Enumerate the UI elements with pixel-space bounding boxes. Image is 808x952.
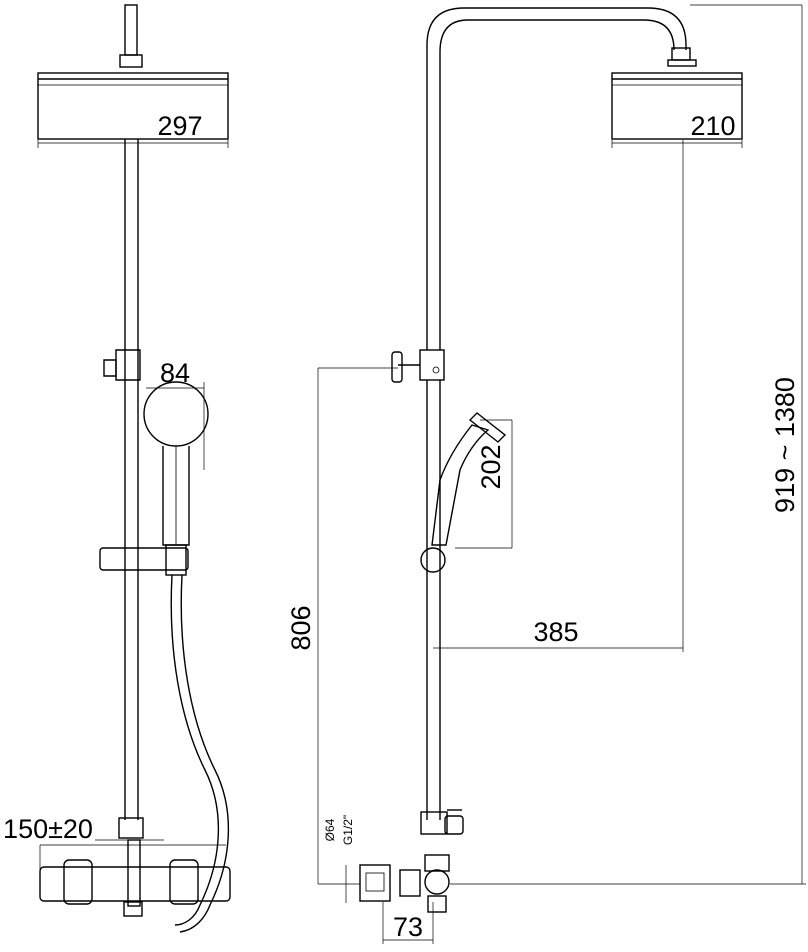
side-wall-flange — [359, 864, 391, 902]
dim-210: 210 — [690, 111, 735, 141]
front-hose — [170, 574, 220, 926]
front-mixer-body — [39, 866, 231, 902]
front-top-pipe — [124, 4, 138, 56]
dim-84: 84 — [160, 358, 190, 388]
front-head-connector — [119, 54, 143, 68]
dim-297: 297 — [157, 111, 202, 141]
side-view — [359, 7, 743, 913]
dim-thread: G1/2" — [341, 815, 355, 845]
dim-385: 385 — [533, 617, 578, 647]
front-shower-head — [37, 72, 229, 140]
front-view — [37, 4, 231, 933]
dim-806: 806 — [286, 605, 316, 650]
dim-73: 73 — [393, 912, 423, 942]
side-dimensions: 210 202 806 385 919 ~ 1380 73 Ø64 G1/2" — [286, 4, 806, 944]
front-top-holder — [115, 349, 141, 381]
front-dimensions: 297 84 150±20 — [3, 111, 229, 870]
front-riser-connector — [118, 817, 144, 839]
front-slide-holder — [99, 547, 189, 571]
dim-diameter: Ø64 — [323, 818, 337, 841]
side-shower-head — [611, 72, 743, 140]
dim-150-20: 150±20 — [3, 814, 93, 844]
dim-919-1380: 919 ~ 1380 — [770, 377, 800, 513]
side-riser-arch — [426, 7, 687, 350]
side-top-holder — [419, 349, 445, 381]
front-hand-shower-head — [143, 381, 209, 447]
side-slide-holder — [420, 547, 446, 573]
side-hand-shower — [431, 424, 490, 546]
dim-202: 202 — [476, 444, 506, 489]
side-mixer — [424, 869, 450, 895]
